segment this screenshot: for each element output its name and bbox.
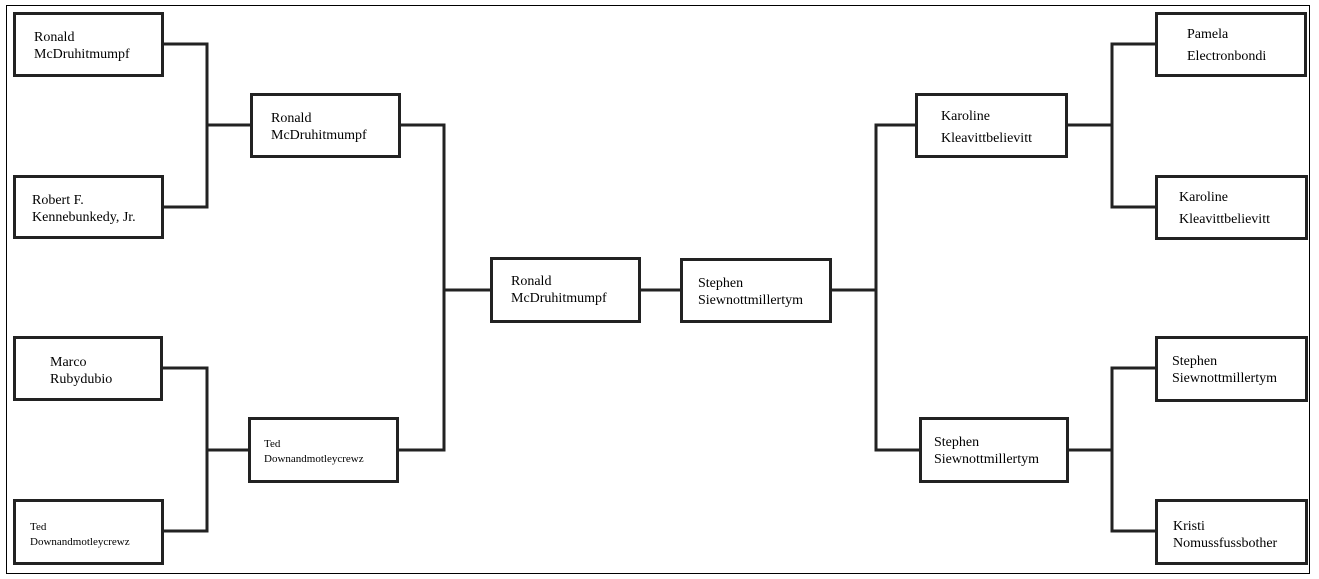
right-r2-slot-1: Karoline Kleavittbelievitt [915,93,1068,158]
player-first-name: Stephen [934,435,980,450]
player-first-name: Robert F. [32,193,84,208]
right-r1-slot-4: Kristi Nomussfussbother [1155,499,1308,565]
right-r1-slot-2: Karoline Kleavittbelievitt [1155,175,1308,240]
player-first-name: Ted [30,521,47,533]
left-r2-slot-2: Ted Downandmotleycrewz [248,417,399,483]
connector-left-lower [161,366,251,533]
right-r2-slot-2: Stephen Siewnottmillertym [919,417,1069,483]
player-first-name: Kristi [1173,519,1205,534]
player-first-name: Ted [264,438,281,450]
left-r1-slot-3: Marco Rubydubio [13,336,163,401]
right-r1-slot-3: Stephen Siewnottmillertym [1155,336,1308,402]
player-first-name: Karoline [1179,190,1228,205]
player-first-name: Stephen [698,276,744,291]
right-r1-slot-1: Pamela Electronbondi [1155,12,1307,77]
player-first-name: Ronald [511,274,552,289]
player-last-name: Kennebunkedy, Jr. [32,210,136,225]
connector-left-upper [161,42,253,209]
player-last-name: Siewnottmillertym [934,452,1039,467]
player-last-name: Rubydubio [50,372,113,387]
player-last-name: Downandmotleycrewz [264,453,364,465]
connector-right-lower [1066,366,1158,533]
left-r2-slot-1: Ronald McDruhitmumpf [250,93,401,158]
connector-right-upper [1065,42,1158,209]
player-last-name: Downandmotleycrewz [30,536,130,548]
player-last-name: Kleavittbelievitt [1179,212,1270,227]
player-last-name: McDruhitmumpf [34,47,130,62]
player-last-name: McDruhitmumpf [511,291,607,306]
player-last-name: Siewnottmillertym [698,293,803,308]
player-last-name: Electronbondi [1187,49,1267,64]
player-first-name: Stephen [1172,354,1218,369]
final-slot-left: Ronald McDruhitmumpf [490,257,641,323]
left-r1-slot-2: Robert F. Kennebunkedy, Jr. [13,175,164,239]
player-first-name: Karoline [941,109,990,124]
connector-right-semi [829,123,922,452]
player-last-name: Kleavittbelievitt [941,131,1032,146]
final-slot-right: Stephen Siewnottmillertym [680,258,832,323]
player-first-name: Pamela [1187,27,1229,42]
player-first-name: Marco [50,355,87,370]
left-r1-slot-4: Ted Downandmotleycrewz [13,499,164,565]
player-first-name: Ronald [271,111,312,126]
player-last-name: Siewnottmillertym [1172,371,1277,386]
connector-left-semi [396,123,493,452]
left-r1-slot-1: Ronald McDruhitmumpf [13,12,164,77]
player-last-name: Nomussfussbother [1173,536,1278,551]
player-first-name: Ronald [34,30,75,45]
player-last-name: McDruhitmumpf [271,128,367,143]
